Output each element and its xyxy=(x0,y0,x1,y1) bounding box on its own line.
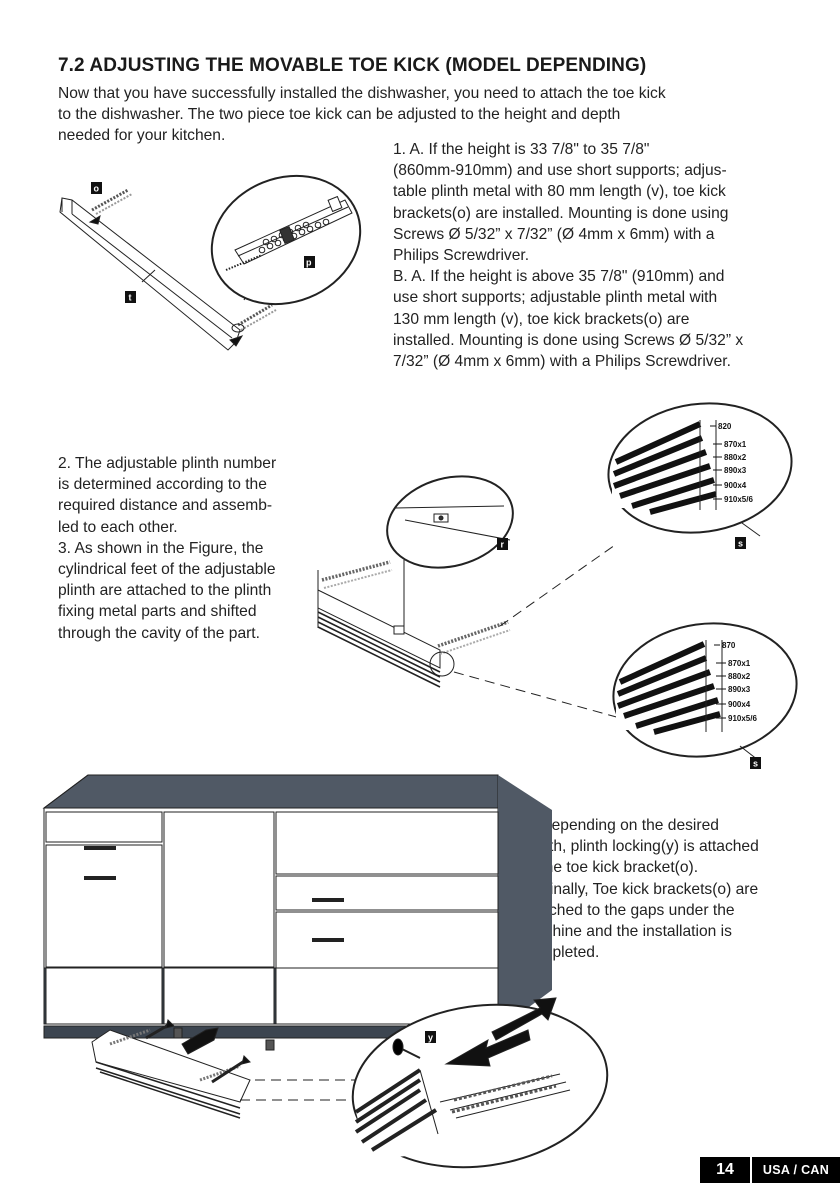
step34-line: machine and the installation is xyxy=(523,923,732,941)
step2-3-text: 2. The adjustable plinth number is deter… xyxy=(58,453,323,644)
step34-line: to the toe kick bracket(o). xyxy=(523,859,699,877)
label-t: t xyxy=(125,291,136,303)
section-title: 7.2 ADJUSTING THE MOVABLE TOE KICK (MODE… xyxy=(58,55,647,76)
svg-text:y: y xyxy=(428,1033,433,1043)
dim-label: 880x2 xyxy=(724,453,747,462)
step23-line: 3. As shown in the Figure, the xyxy=(58,539,264,557)
label-s-bottom: s xyxy=(750,757,761,769)
dim-label: 820 xyxy=(718,422,732,431)
step1-line: brackets(o) are installed. Mounting is d… xyxy=(393,204,729,222)
region-label: USA / CAN xyxy=(752,1157,840,1183)
step23-line: led to each other. xyxy=(58,518,178,536)
bracket-spring-bottom xyxy=(229,303,277,347)
label-o: o xyxy=(91,182,102,194)
figure-plinth-assembly xyxy=(317,402,798,761)
step34-line: 4. Finally, Toe kick brackets(o) are xyxy=(523,880,759,898)
step1-line: (860mm-910mm) and use short supports; ad… xyxy=(393,162,727,180)
svg-text:r: r xyxy=(501,540,505,550)
step23-line: cylindrical feet of the adjustable xyxy=(58,561,276,579)
step1-line: 7/32” (Ø 4mm x 6mm) with a Philips Screw… xyxy=(393,353,731,371)
step1-line: use short supports; adjustable plinth me… xyxy=(393,289,718,307)
label-s-top: s xyxy=(735,537,746,549)
dim-label: 900x4 xyxy=(724,481,747,490)
dim-label: 880x2 xyxy=(728,672,751,681)
page-footer: 14 USA / CAN xyxy=(700,1157,840,1183)
label-p: p xyxy=(304,256,315,268)
dim-label: 890x3 xyxy=(724,466,747,475)
stair-layers-top xyxy=(612,420,717,515)
dim-label: 870 xyxy=(722,641,736,650)
step1-line: 1. A. If the height is 33 7/8" to 35 7/8… xyxy=(393,141,650,158)
intro-line: Now that you have successfully installed… xyxy=(58,85,666,102)
dim-label: 870x1 xyxy=(728,659,751,668)
svg-text:o: o xyxy=(94,184,100,194)
plinth-stack xyxy=(317,560,511,688)
label-y: y xyxy=(425,1031,436,1043)
footer-separator xyxy=(750,1157,752,1183)
step1-line: 130 mm length (v), toe kick brackets(o) … xyxy=(393,310,690,328)
svg-text:s: s xyxy=(753,759,758,769)
dim-label: 910x5/6 xyxy=(728,714,757,723)
dim-label: 910x5/6 xyxy=(724,495,753,504)
step23-line: through the cavity of the part. xyxy=(58,624,260,642)
dim-arrows-top xyxy=(710,425,722,500)
dim-label: 870x1 xyxy=(724,440,747,449)
step1-text: 1. A. If the height is 33 7/8" to 35 7/8… xyxy=(393,139,813,372)
bracket-spring-top xyxy=(88,188,133,225)
step1-line: Screws Ø 5/32” x 7/32” (Ø 4mm x 6mm) wit… xyxy=(393,225,715,243)
step23-line: is determined according to the xyxy=(58,476,267,494)
intro-paragraph: Now that you have successfully installed… xyxy=(58,83,798,147)
svg-text:s: s xyxy=(738,539,743,549)
svg-text:p: p xyxy=(306,258,312,268)
figure-kitchen-cabinet xyxy=(42,774,609,1169)
toe-kick-foreground xyxy=(91,1019,251,1119)
step23-line: plinth are attached to the plinth xyxy=(58,582,272,600)
step34-line: attached to the gaps under the xyxy=(523,901,735,919)
step23-line: 2. The adjustable plinth number xyxy=(58,455,277,472)
label-r: r xyxy=(497,538,508,550)
step34-line: 3. Depending on the desired xyxy=(523,817,719,834)
step23-line: fixing metal parts and shifted xyxy=(58,603,257,621)
intro-line: to the dishwasher. The two piece toe kic… xyxy=(58,106,621,124)
stair-layers-bottom xyxy=(616,640,723,735)
dim-arrows-bottom xyxy=(714,644,726,719)
figure-toe-kick-bracket xyxy=(59,174,362,351)
step1-line: table plinth metal with 80 mm length (v)… xyxy=(393,183,726,201)
step1-line: Philips Screwdriver. xyxy=(393,247,530,265)
dim-label: 900x4 xyxy=(728,700,751,709)
zoom-plinth-locking xyxy=(354,997,572,1160)
page-number: 14 xyxy=(700,1157,750,1183)
svg-text:t: t xyxy=(129,293,132,303)
step1-line: B. A. If the height is above 35 7/8" (91… xyxy=(393,268,725,286)
step1-line: installed. Mounting is done using Screws… xyxy=(393,331,744,349)
zoom-bracket-detail xyxy=(225,195,353,271)
dim-label: 890x3 xyxy=(728,685,751,694)
step34-line: depth, plinth locking(y) is attached xyxy=(523,838,759,856)
step23-line: required distance and assemb- xyxy=(58,497,273,515)
intro-line: needed for your kitchen. xyxy=(58,127,226,145)
